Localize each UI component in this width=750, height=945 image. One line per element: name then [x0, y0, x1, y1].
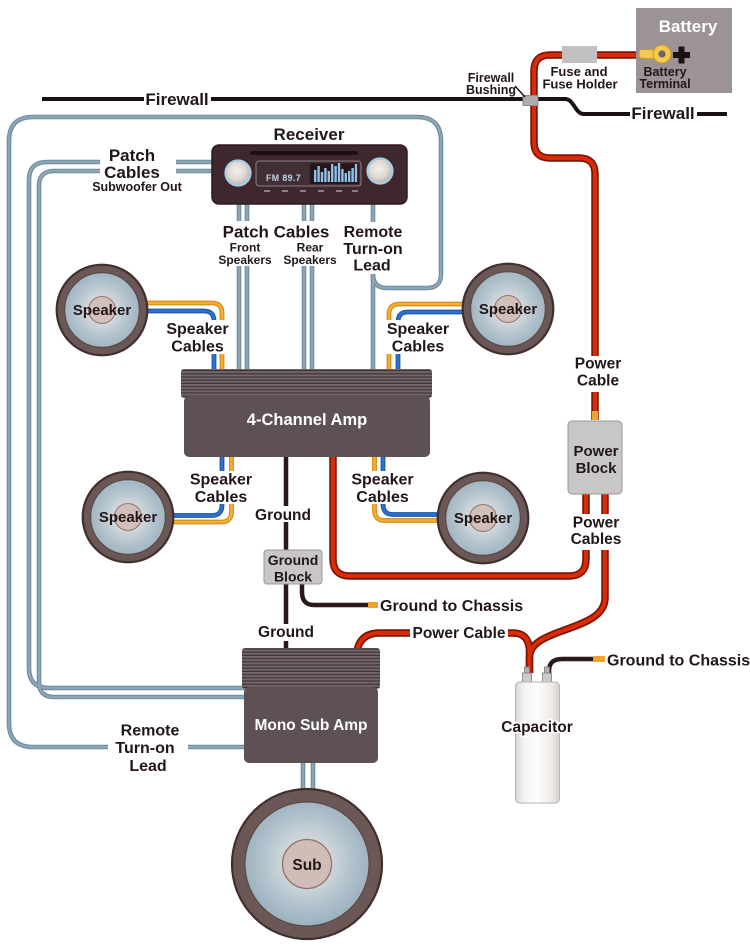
- svg-text:Block: Block: [576, 460, 618, 477]
- svg-text:Battery: Battery: [659, 17, 718, 36]
- svg-text:Patch: Patch: [109, 146, 155, 165]
- svg-text:Power: Power: [575, 356, 622, 373]
- svg-text:Power: Power: [573, 515, 620, 532]
- svg-text:Lead: Lead: [353, 258, 390, 275]
- svg-text:Bushing: Bushing: [466, 83, 516, 97]
- svg-text:Ground: Ground: [255, 507, 311, 524]
- svg-text:Firewall: Firewall: [468, 71, 515, 85]
- svg-text:Cables: Cables: [171, 339, 224, 356]
- svg-text:Lead: Lead: [129, 758, 166, 775]
- svg-text:Ground: Ground: [268, 552, 319, 568]
- svg-text:Mono Sub Amp: Mono Sub Amp: [254, 717, 367, 734]
- svg-text:Fuse and: Fuse and: [550, 64, 607, 79]
- svg-text:Power Cable: Power Cable: [412, 625, 505, 642]
- svg-text:Subwoofer Out: Subwoofer Out: [92, 180, 182, 194]
- svg-text:Cables: Cables: [195, 489, 248, 506]
- svg-text:Ground: Ground: [258, 624, 314, 641]
- svg-text:Cables: Cables: [356, 489, 409, 506]
- svg-text:Block: Block: [274, 569, 312, 585]
- svg-text:Firewall: Firewall: [631, 104, 694, 123]
- svg-text:Remote: Remote: [344, 224, 403, 241]
- svg-text:Cables: Cables: [571, 531, 622, 548]
- svg-text:Cables: Cables: [104, 163, 160, 182]
- svg-text:Receiver: Receiver: [274, 125, 345, 144]
- svg-text:Terminal: Terminal: [639, 77, 690, 91]
- svg-text:Speaker: Speaker: [351, 472, 413, 489]
- svg-text:Fuse Holder: Fuse Holder: [542, 77, 617, 92]
- svg-text:Ground to Chassis: Ground to Chassis: [380, 598, 523, 615]
- svg-text:Firewall: Firewall: [145, 90, 208, 109]
- svg-text:Ground to Chassis: Ground to Chassis: [607, 653, 750, 670]
- svg-text:Front: Front: [230, 241, 261, 255]
- svg-text:Speakers: Speakers: [283, 253, 337, 267]
- svg-text:Rear: Rear: [297, 241, 324, 255]
- svg-text:Speaker: Speaker: [479, 301, 538, 318]
- svg-text:Speaker: Speaker: [166, 321, 228, 338]
- svg-text:FM 89.7: FM 89.7: [266, 173, 301, 183]
- svg-text:Patch Cables: Patch Cables: [223, 223, 330, 242]
- svg-text:Turn-on: Turn-on: [115, 740, 174, 757]
- svg-text:Cables: Cables: [392, 339, 445, 356]
- svg-text:Speaker: Speaker: [387, 321, 449, 338]
- svg-text:Sub: Sub: [292, 857, 321, 874]
- svg-text:Battery: Battery: [643, 65, 686, 79]
- svg-text:Speakers: Speakers: [218, 253, 272, 267]
- svg-text:Speaker: Speaker: [73, 302, 132, 319]
- svg-text:Speaker: Speaker: [454, 510, 513, 527]
- svg-text:Speaker: Speaker: [99, 509, 158, 526]
- svg-text:Turn-on: Turn-on: [343, 241, 402, 258]
- svg-text:Cable: Cable: [577, 373, 620, 390]
- svg-text:Speaker: Speaker: [190, 472, 252, 489]
- svg-text:Remote: Remote: [121, 723, 180, 740]
- svg-text:4-Channel Amp: 4-Channel Amp: [247, 411, 367, 429]
- svg-text:Capacitor: Capacitor: [501, 719, 573, 736]
- svg-text:Power: Power: [573, 443, 618, 460]
